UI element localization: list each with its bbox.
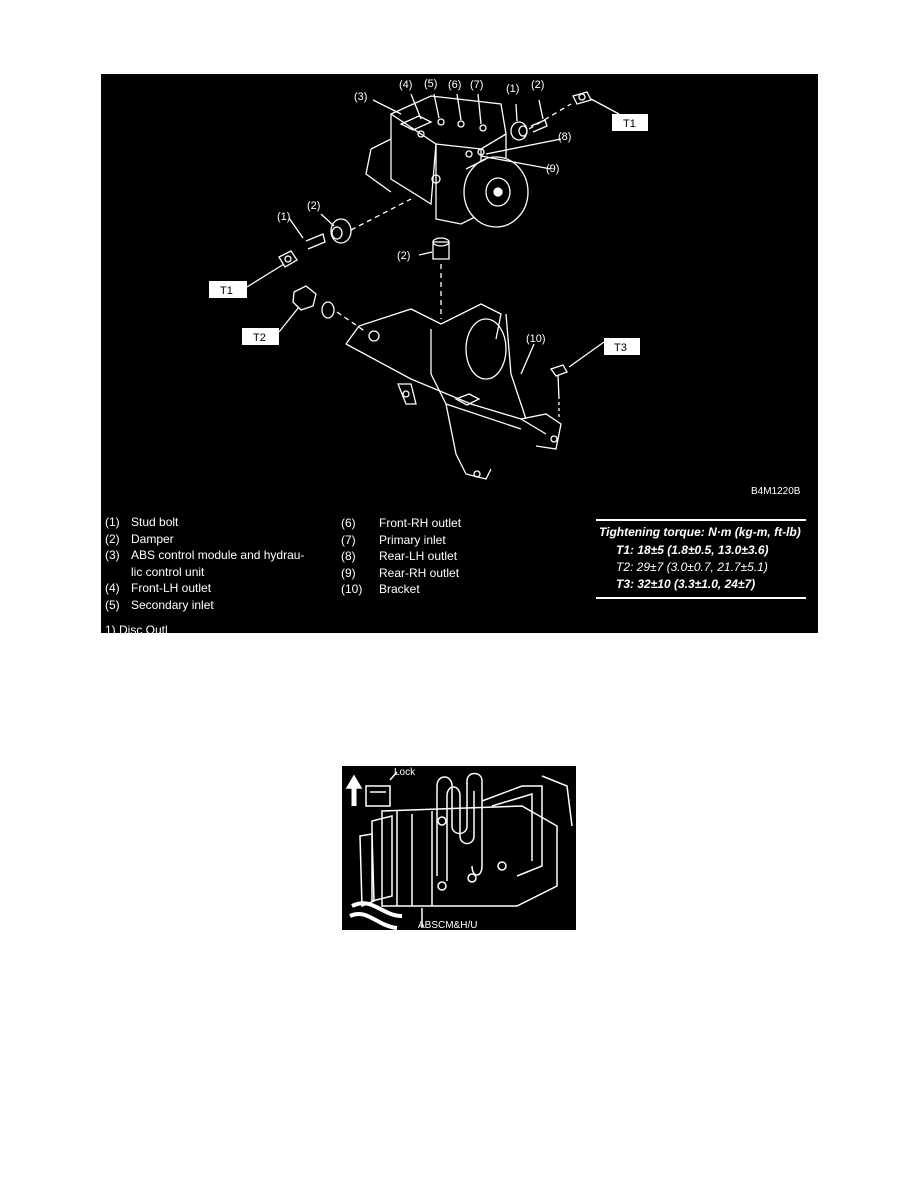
callout-5: (5) [424, 78, 437, 90]
torque-tag-t1-left: T1 [209, 281, 247, 298]
unit-photo-figure: Lock ABSCM&H/U [342, 766, 576, 930]
callout-1-top: (1) [506, 83, 519, 95]
torque-bottom-rule [596, 597, 806, 599]
callout-9: (9) [546, 163, 559, 175]
unit-photo-drawing: Lock ABSCM&H/U [345, 767, 573, 930]
legend-item: (7)Primary inlet [341, 532, 446, 547]
legend-item: (6)Front-RH outlet [341, 516, 462, 530]
callout-2-left: (2) [307, 200, 320, 212]
torque-spec: Tightening torque: N·m (kg-m, ft-lb) T1:… [596, 519, 806, 599]
legend-item: (3)ABS control module and hydrau-lic con… [105, 548, 305, 579]
legend-middle: (6)Front-RH outlet (7)Primary inlet (8)R… [341, 515, 511, 598]
svg-text:T1: T1 [623, 118, 636, 130]
legend-left: (1)Stud bolt (2)Damper (3)ABS control mo… [105, 514, 315, 613]
unit-label: ABSCM&H/U [418, 920, 477, 930]
callout-1-left: (1) [277, 211, 290, 223]
callout-10: (10) [526, 333, 546, 345]
callout-8: (8) [558, 131, 571, 143]
callout-3: (3) [354, 91, 367, 103]
cropped-text: 1) Disc Outl [105, 623, 168, 633]
callout-6: (6) [448, 79, 461, 91]
legend-item: (1)Stud bolt [105, 515, 179, 529]
legend-item: (10)Bracket [341, 582, 420, 596]
exploded-view-figure: (3) (4) (5) (6) (7) (1) (2) (8) (9) (1) … [101, 74, 818, 633]
torque-tag-t3: T3 [604, 338, 640, 355]
legend-item: (8)Rear-LH outlet [341, 549, 458, 563]
callout-2-top: (2) [531, 79, 544, 91]
callout-7: (7) [470, 79, 483, 91]
figure-code: B4M1220B [751, 486, 801, 497]
legend-item: (4)Front-LH outlet [105, 581, 212, 595]
torque-top-rule [596, 519, 806, 521]
svg-text:T1: T1 [220, 285, 233, 297]
torque-t2: T2: 29±7 (3.0±0.7, 21.7±5.1) [616, 560, 768, 574]
torque-tag-t2: T2 [242, 328, 279, 345]
lock-label: Lock [394, 767, 416, 778]
exploded-view-drawing: (3) (4) (5) (6) (7) (1) (2) (8) (9) (1) … [209, 78, 801, 497]
torque-tag-t1-top: T1 [612, 114, 648, 131]
legend-item: (2)Damper [105, 531, 174, 546]
callout-4: (4) [399, 79, 412, 91]
torque-title: Tightening torque: N·m (kg-m, ft-lb) [599, 525, 801, 539]
svg-text:T3: T3 [614, 342, 627, 354]
callout-2-bottom: (2) [397, 250, 410, 262]
torque-t3: T3: 32±10 (3.3±1.0, 24±7) [616, 577, 756, 591]
legend-item: (9)Rear-RH outlet [341, 565, 460, 580]
svg-text:T2: T2 [253, 332, 266, 344]
torque-t1: T1: 18±5 (1.8±0.5, 13.0±3.6) [616, 543, 769, 557]
legend-item: (5)Secondary inlet [105, 597, 214, 612]
